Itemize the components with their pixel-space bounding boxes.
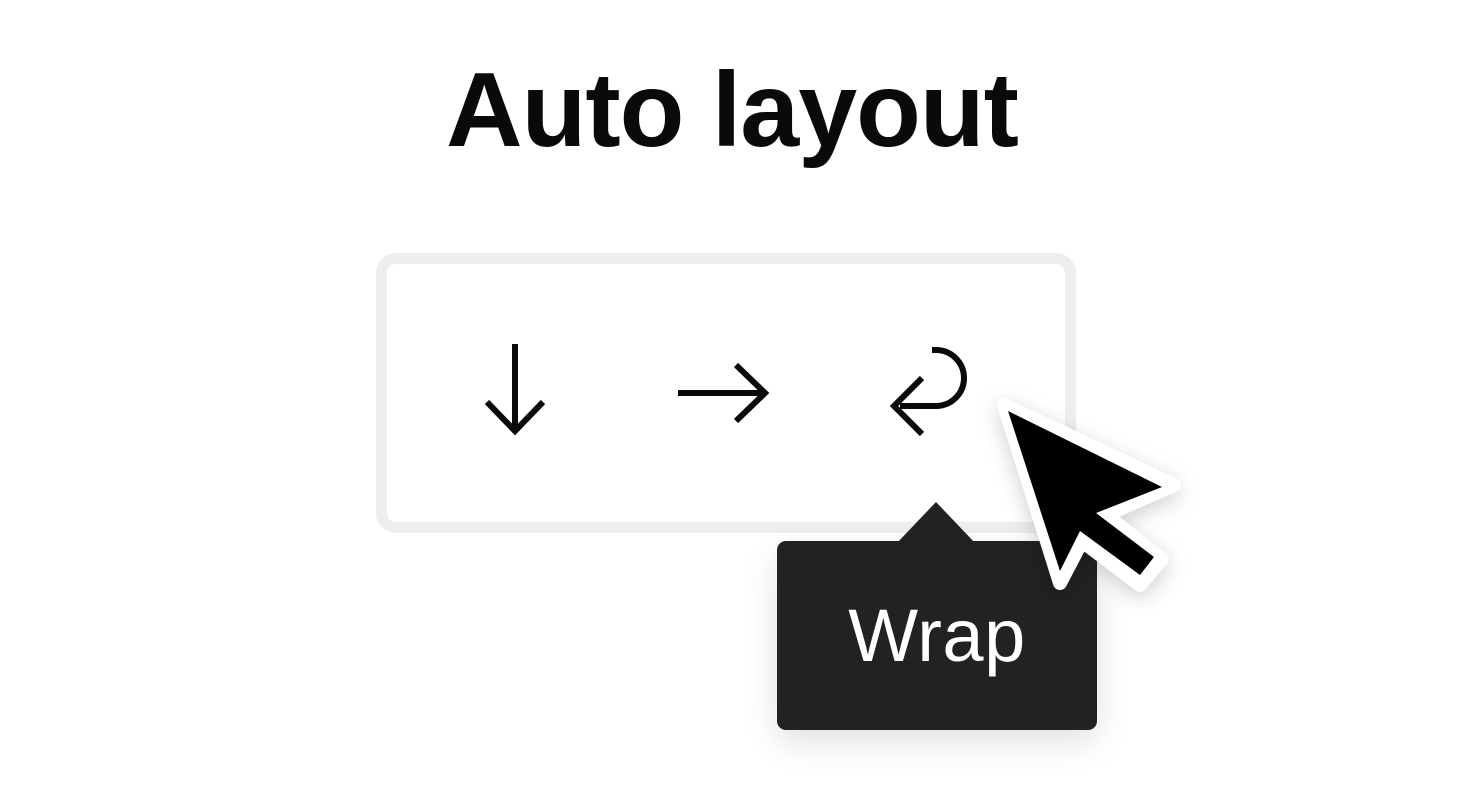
page-title: Auto layout bbox=[446, 51, 1019, 169]
tooltip-label: Wrap bbox=[848, 594, 1026, 677]
wrap-direction-button[interactable] bbox=[878, 332, 998, 452]
wrap-arrow-icon bbox=[889, 347, 967, 437]
horizontal-direction-button[interactable] bbox=[662, 332, 782, 452]
arrow-down-icon bbox=[484, 344, 546, 436]
wrap-tooltip: Wrap bbox=[777, 541, 1097, 730]
tooltip-pointer bbox=[896, 502, 976, 544]
arrow-right-icon bbox=[678, 362, 770, 424]
pointer-cursor-icon bbox=[997, 398, 1181, 592]
vertical-direction-button[interactable] bbox=[454, 332, 574, 452]
